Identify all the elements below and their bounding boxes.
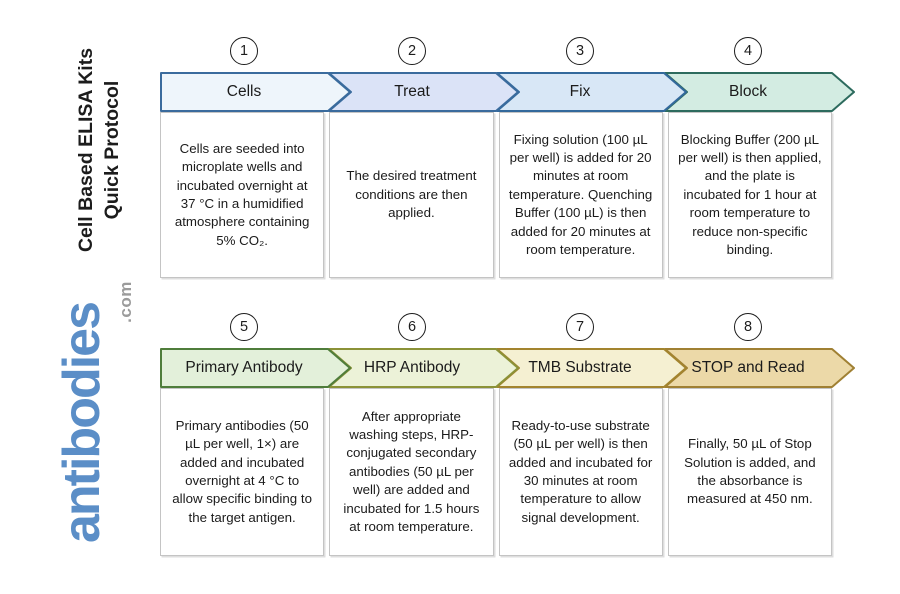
- step-card-cells: Cells are seeded into microplate wells a…: [160, 112, 325, 278]
- step-description-fix: Fixing solution (100 µL per well) is add…: [508, 131, 653, 257]
- step-description-cells: Cells are seeded into microplate wells a…: [174, 140, 310, 248]
- step-number-8: 8: [734, 312, 762, 341]
- step-description-tmb-substrate: Ready-to-use substrate (50 µL per well) …: [508, 417, 653, 525]
- step-description-row: Primary antibodies (50 µL per well, 1×) …: [160, 388, 832, 556]
- step-arrow-treat: Treat: [328, 72, 519, 112]
- chevron-arrow-icon: [160, 348, 351, 388]
- page-title-line1: Cell Based ELISA Kits: [75, 47, 98, 253]
- step-arrow-row: Primary Antibody HRP Antibody TMB Substr…: [160, 348, 855, 388]
- step-number-5: 5: [230, 312, 258, 341]
- step-description-row: Cells are seeded into microplate wells a…: [160, 112, 832, 278]
- step-arrow-row: Cells Treat Fix Block: [160, 72, 855, 112]
- step-number-4: 4: [734, 36, 762, 65]
- step-number-3: 3: [566, 36, 594, 65]
- step-description-treat: The desired treatment conditions are the…: [346, 168, 477, 221]
- step-arrow-primary-antibody: Primary Antibody: [160, 348, 351, 388]
- step-description-block: Blocking Buffer (200 µL per well) is the…: [678, 131, 822, 257]
- step-label-cells: Cells: [226, 83, 262, 100]
- step-arrow-stop-and-read: STOP and Read: [664, 348, 855, 388]
- brand-logo: antibodies: [47, 273, 117, 573]
- brand-suffix: .com: [116, 281, 135, 323]
- step-label-tmb-substrate: TMB Substrate: [528, 359, 632, 376]
- step-card-stop-and-read: Finally, 50 µL of Stop Solution is added…: [667, 388, 832, 556]
- step-number-row: 5 6 7 8: [160, 312, 832, 341]
- step-card-primary-antibody: Primary antibodies (50 µL per well, 1×) …: [160, 388, 325, 556]
- step-number-row: 1 2 3 4: [160, 36, 832, 65]
- step-number-1: 1: [230, 36, 258, 65]
- step-card-block: Blocking Buffer (200 µL per well) is the…: [667, 112, 832, 278]
- step-number-2: 2: [398, 36, 426, 65]
- step-arrow-cells: Cells: [160, 72, 351, 112]
- page-title-line2: Quick Protocol: [101, 80, 123, 220]
- step-label-fix: Fix: [569, 83, 591, 100]
- step-card-tmb-substrate: Ready-to-use substrate (50 µL per well) …: [498, 388, 663, 556]
- step-label-hrp-antibody: HRP Antibody: [363, 359, 461, 376]
- brand-name: antibodies: [53, 302, 111, 544]
- step-number-7: 7: [566, 312, 594, 341]
- step-description-primary-antibody: Primary antibodies (50 µL per well, 1×) …: [172, 417, 312, 525]
- page-title: Cell Based ELISA Kits Quick Protocol: [73, 35, 127, 265]
- step-label-treat: Treat: [394, 83, 430, 100]
- protocol-row-2: 5 6 7 8 Primary Antibody HRP Antibody: [160, 312, 855, 556]
- step-description-hrp-antibody: After appropriate washing steps, HRP-con…: [343, 408, 480, 534]
- step-arrow-block: Block: [664, 72, 855, 112]
- step-card-treat: The desired treatment conditions are the…: [329, 112, 494, 278]
- step-card-fix: Fixing solution (100 µL per well) is add…: [498, 112, 663, 278]
- step-label-primary-antibody: Primary Antibody: [185, 359, 303, 376]
- chevron-arrow-icon: [160, 72, 351, 112]
- protocol-row-1: 1 2 3 4 Cells Treat Fix: [160, 36, 855, 278]
- step-number-6: 6: [398, 312, 426, 341]
- step-label-block: Block: [729, 83, 767, 100]
- step-label-stop-and-read: STOP and Read: [691, 359, 805, 376]
- step-card-hrp-antibody: After appropriate washing steps, HRP-con…: [329, 388, 494, 556]
- step-description-stop-and-read: Finally, 50 µL of Stop Solution is added…: [684, 436, 816, 507]
- step-arrow-fix: Fix: [496, 72, 687, 112]
- step-arrow-tmb-substrate: TMB Substrate: [496, 348, 687, 388]
- step-arrow-hrp-antibody: HRP Antibody: [328, 348, 519, 388]
